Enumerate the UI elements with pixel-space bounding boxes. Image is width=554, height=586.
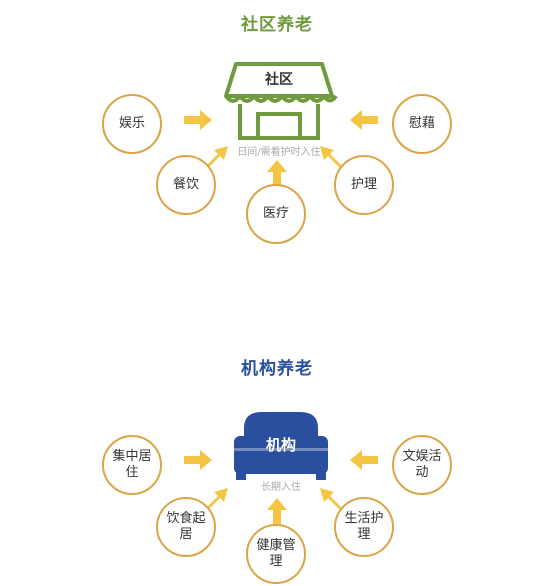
community-item-nursing: 护理 — [334, 155, 394, 215]
institution-bed-label: 机构 — [265, 436, 296, 454]
arrow-right-icon — [184, 450, 212, 470]
item-label: 集中居住 — [112, 449, 152, 480]
community-item-comfort: 慰藉 — [392, 94, 452, 154]
item-label: 生活护理 — [344, 511, 384, 542]
community-item-entertainment: 娱乐 — [102, 94, 162, 154]
arrow-up-icon — [267, 498, 287, 524]
arrow-up-right-icon — [206, 146, 228, 168]
arrow-up-left-icon — [320, 488, 342, 510]
institution-note: 长期入住 — [261, 482, 301, 493]
item-label: 健康管理 — [256, 538, 296, 569]
community-arrows — [184, 110, 378, 186]
community-note: 日间/需看护时入住 — [237, 147, 321, 158]
arrow-up-left-icon — [320, 146, 342, 168]
arrow-right-icon — [184, 110, 212, 130]
institution-item-recreation: 文娱活动 — [392, 435, 452, 495]
item-label: 医疗 — [262, 206, 289, 221]
item-label: 娱乐 — [118, 116, 145, 131]
community-care-title: 社区养老 — [241, 15, 313, 35]
item-label: 饮食起居 — [166, 511, 206, 542]
arrow-up-icon — [267, 160, 287, 186]
institution-item-daily-living: 饮食起居 — [156, 497, 216, 557]
item-label: 慰藉 — [408, 116, 435, 131]
arrow-left-icon — [350, 450, 378, 470]
institution-item-life-care: 生活护理 — [334, 497, 394, 557]
item-label: 餐饮 — [172, 177, 199, 192]
institution-item-centralized-living: 集中居住 — [102, 435, 162, 495]
item-label: 护理 — [350, 177, 377, 192]
institution-bed-icon — [234, 412, 328, 480]
institution-care-title: 机构养老 — [241, 359, 313, 379]
community-item-medical: 医疗 — [246, 184, 306, 244]
institution-item-health-management: 健康管理 — [246, 524, 306, 584]
arrow-up-right-icon — [206, 488, 228, 510]
community-building-label: 社区 — [265, 72, 293, 88]
arrow-left-icon — [350, 110, 378, 130]
item-label: 文娱活动 — [402, 449, 442, 480]
community-building-icon — [224, 62, 338, 140]
community-item-dining: 餐饮 — [156, 155, 216, 215]
institution-arrows — [184, 450, 378, 524]
